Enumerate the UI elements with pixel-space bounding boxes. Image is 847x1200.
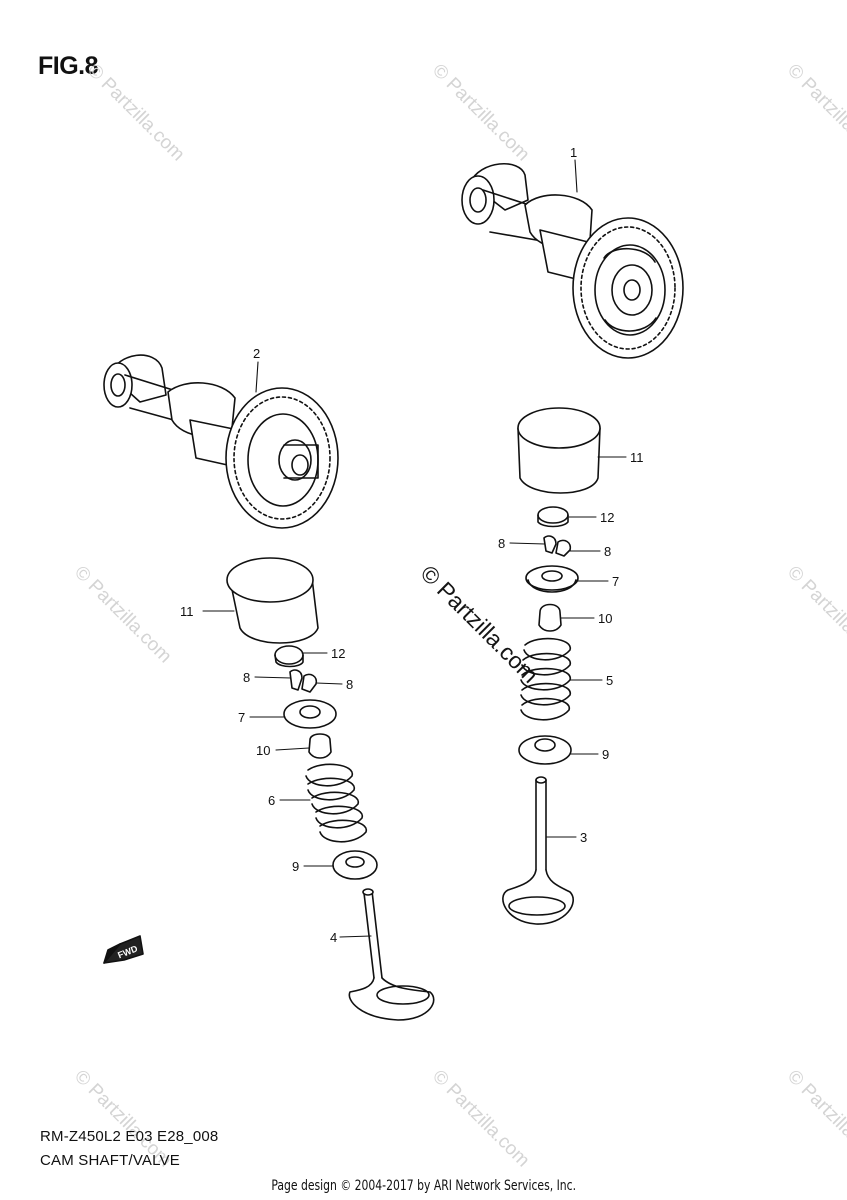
forward-arrow-icon: FWD	[103, 935, 144, 964]
callout-12-right: 12	[600, 510, 614, 525]
callout-11-right: 11	[630, 450, 644, 465]
callout-12-left: 12	[331, 646, 345, 661]
callout-8-right-b: 8	[604, 544, 611, 559]
callout-5: 5	[606, 673, 613, 688]
callout-11-left: 11	[180, 604, 194, 619]
camshaft-1	[461, 163, 684, 359]
callout-9-left: 9	[292, 859, 299, 874]
callout-7-left: 7	[238, 710, 245, 725]
callout-7-right: 7	[612, 574, 619, 589]
figure-title: FIG.8	[38, 52, 99, 80]
callout-2: 2	[253, 346, 260, 361]
callout-10-left: 10	[256, 743, 270, 758]
valve-stack-left	[226, 557, 435, 1021]
page-design-credit: Page design © 2004-2017 by ARI Network S…	[271, 1178, 577, 1194]
callout-4: 4	[330, 930, 337, 945]
callout-6: 6	[268, 793, 275, 808]
leader-lines	[202, 159, 627, 938]
camshaft-2	[103, 354, 339, 529]
callout-8-left-a: 8	[243, 670, 250, 685]
valve-stack-right	[502, 407, 601, 925]
callout-9-right: 9	[602, 747, 609, 762]
diagram-code: RM-Z450L2 E03 E28_008	[40, 1128, 219, 1145]
callout-10-right: 10	[598, 611, 612, 626]
callout-3: 3	[580, 830, 587, 845]
diagram-caption: CAM SHAFT/VALVE	[40, 1152, 180, 1169]
callout-8-right-a: 8	[498, 536, 505, 551]
callout-1: 1	[570, 145, 577, 160]
callout-8-left-b: 8	[346, 677, 353, 692]
